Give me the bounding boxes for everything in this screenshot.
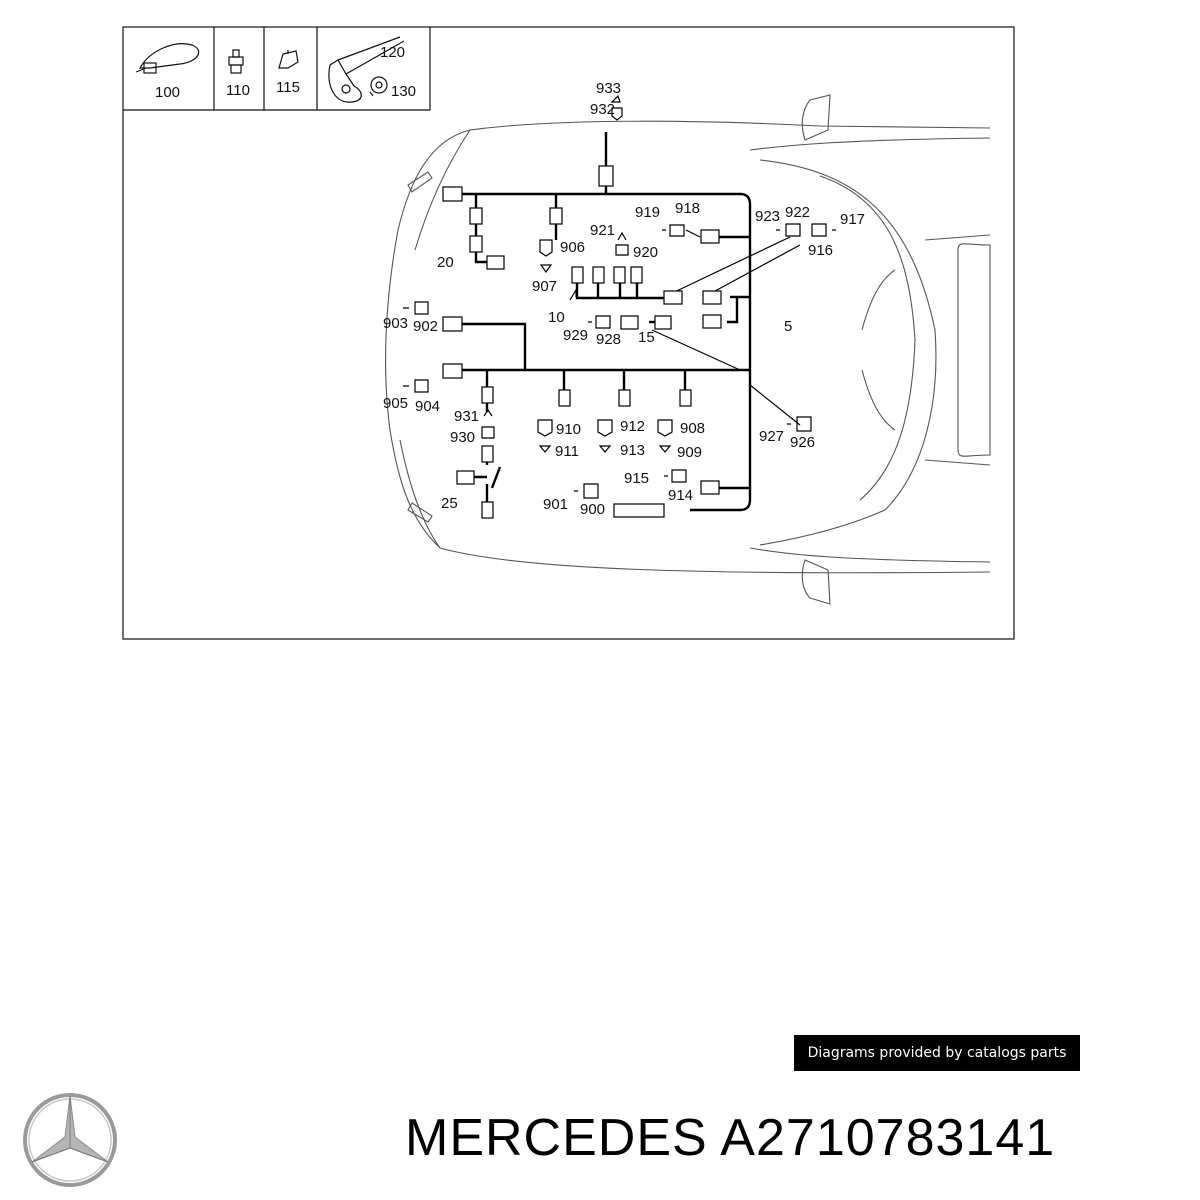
- callout-906: 906: [560, 239, 585, 256]
- callout-922: 922: [785, 204, 810, 221]
- lead-lines: [569, 229, 801, 426]
- product-title: MERCEDES A2710783141: [405, 1108, 1055, 1168]
- part-number: A2710783141: [720, 1109, 1056, 1167]
- legend-label-130: 130: [391, 83, 416, 100]
- callout-910: 910: [556, 421, 581, 438]
- connectors: [442, 165, 722, 519]
- callout-915: 915: [624, 470, 649, 487]
- clip-icon: [278, 50, 299, 69]
- callout-933: 933: [596, 80, 621, 97]
- cable-tie-icon: [135, 43, 200, 74]
- diagram-credit-banner: Diagrams provided by catalogs parts: [794, 1035, 1080, 1071]
- bolt-icon: [228, 49, 244, 74]
- callout-914: 914: [668, 487, 693, 504]
- callout-917: 917: [840, 211, 865, 228]
- callout-5: 5: [784, 318, 792, 335]
- callout-905: 905: [383, 395, 408, 412]
- brand-name: MERCEDES: [405, 1109, 708, 1167]
- callout-25: 25: [441, 495, 458, 512]
- diagram-frame: [122, 26, 1015, 640]
- callout-909: 909: [677, 444, 702, 461]
- callout-916: 916: [808, 242, 833, 259]
- callout-907: 907: [532, 278, 557, 295]
- callout-929: 929: [563, 327, 588, 344]
- callout-911: 911: [555, 443, 579, 460]
- bracket-icon: [328, 36, 405, 103]
- callout-926: 926: [790, 434, 815, 451]
- callout-903: 903: [383, 315, 408, 332]
- callout-921: 921: [590, 222, 615, 239]
- mercedes-star-logo: [23, 1093, 117, 1187]
- callout-931: 931: [454, 408, 479, 425]
- callout-20: 20: [437, 254, 454, 271]
- callout-912: 912: [620, 418, 645, 435]
- callout-932: 932: [590, 101, 615, 118]
- parts-legend: 100 110 115 120 130: [123, 27, 431, 111]
- callout-928: 928: [596, 331, 621, 348]
- callout-900: 900: [580, 501, 605, 518]
- legend-label-115: 115: [276, 79, 300, 96]
- callout-904: 904: [415, 398, 440, 415]
- callout-923: 923: [755, 208, 780, 225]
- callout-919: 919: [635, 204, 660, 221]
- car-outline: [385, 94, 991, 605]
- callout-labels: 933 932 20 906 907 921 920 919 918 923 922 917 916 10…: [383, 80, 865, 518]
- callout-930: 930: [450, 429, 475, 446]
- callout-10: 10: [548, 309, 565, 326]
- nut-icon: [369, 76, 388, 97]
- callout-913: 913: [620, 442, 645, 459]
- legend-label-100: 100: [155, 84, 180, 101]
- legend-label-120: 120: [380, 44, 405, 61]
- callout-908: 908: [680, 420, 705, 437]
- callout-901: 901: [543, 496, 568, 513]
- callout-918: 918: [675, 200, 700, 217]
- legend-label-110: 110: [226, 82, 250, 99]
- callout-927: 927: [759, 428, 784, 445]
- callout-920: 920: [633, 244, 658, 261]
- callout-902: 902: [413, 318, 438, 335]
- plug-symbols: [403, 94, 836, 499]
- callout-15: 15: [638, 329, 655, 346]
